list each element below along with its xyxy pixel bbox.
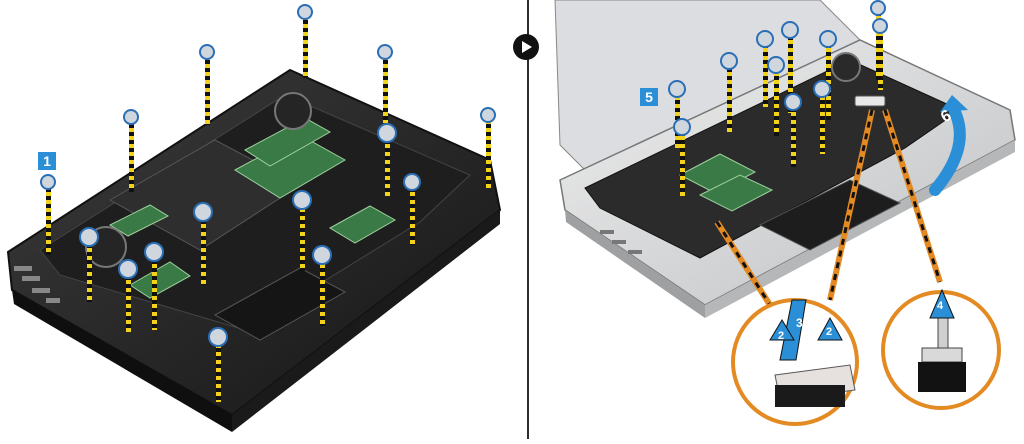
screw-marker bbox=[40, 174, 56, 255]
screw-marker bbox=[673, 118, 691, 196]
screw-marker bbox=[118, 259, 138, 332]
next-step-arrow-icon bbox=[513, 34, 539, 60]
screw-marker bbox=[297, 4, 313, 78]
laptop-base-left bbox=[6, 68, 502, 432]
screw-marker bbox=[872, 18, 888, 90]
screw-markers-left bbox=[40, 4, 496, 402]
cable-leader-dashes bbox=[715, 109, 942, 306]
screw-marker bbox=[292, 190, 312, 271]
screw-markers-right bbox=[668, 0, 888, 196]
screw-marker bbox=[79, 227, 99, 302]
callout-label-4: 4 bbox=[937, 300, 944, 312]
lift-arrow-6 bbox=[929, 95, 968, 196]
connector-tab bbox=[854, 95, 886, 107]
step-1-badge: 1 bbox=[38, 152, 56, 170]
callout-zoom-connector-4 bbox=[881, 288, 1001, 410]
screw-marker bbox=[480, 107, 496, 188]
laptop-palmrest-right bbox=[554, 0, 1016, 318]
screw-marker bbox=[756, 30, 774, 107]
screw-marker bbox=[767, 56, 785, 136]
screw-marker bbox=[819, 30, 837, 120]
screw-marker bbox=[377, 44, 393, 123]
step-5-badge: 5 bbox=[640, 88, 658, 106]
screw-marker bbox=[784, 93, 802, 167]
screw-marker bbox=[144, 242, 164, 330]
screw-marker bbox=[781, 21, 799, 113]
screw-marker bbox=[123, 109, 139, 192]
screw-marker bbox=[377, 123, 397, 196]
screw-marker bbox=[720, 52, 738, 132]
callout-label-2b: 2 bbox=[826, 326, 833, 338]
screw-marker bbox=[208, 327, 228, 402]
screw-marker bbox=[813, 80, 831, 154]
callout-zoom-connectors bbox=[731, 298, 859, 426]
screw-marker bbox=[403, 173, 421, 245]
callout-label-3: 3 bbox=[796, 316, 803, 330]
screw-marker bbox=[312, 245, 332, 326]
screw-marker bbox=[199, 44, 215, 125]
panel-divider bbox=[527, 0, 529, 439]
screw-marker bbox=[193, 202, 213, 285]
callout-label-2a: 2 bbox=[778, 330, 785, 342]
